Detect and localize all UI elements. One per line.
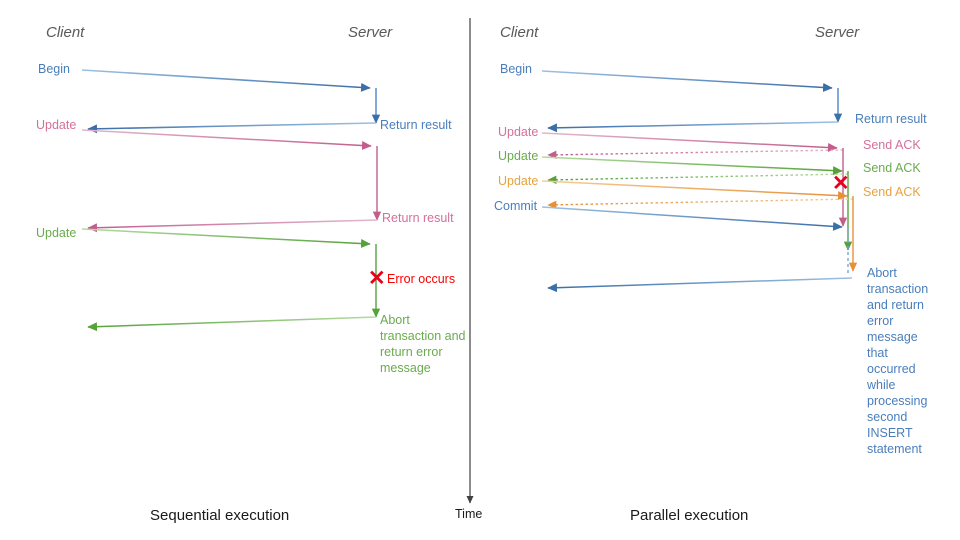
- arrow-send-ack-2: [547, 173, 849, 185]
- sequential-panel-arrows: [81, 69, 382, 332]
- msg-update-3-right: Update: [498, 174, 539, 188]
- msg-update-2-left: Update: [36, 226, 77, 240]
- msg-begin-left: Begin: [38, 62, 70, 76]
- parallel-panel-arrows: [541, 70, 858, 293]
- msg-send-ack-1-right: Send ACK: [863, 138, 921, 152]
- arrow-return-result-1: [87, 122, 377, 134]
- caption-sequential: Sequential execution: [150, 507, 290, 524]
- server-header-left: Server: [348, 24, 393, 41]
- arrow-abort-return: [87, 316, 377, 332]
- arrow-send-ack-3: [547, 198, 854, 210]
- arrow-update-2: [81, 228, 371, 249]
- msg-begin-right: Begin: [500, 62, 532, 76]
- client-header-left: Client: [46, 24, 85, 41]
- arrow-commit: [541, 206, 843, 231]
- error-x-marker-right: ✕: [832, 172, 850, 195]
- msg-abort-block-left: Abort transaction and return error messa…: [380, 313, 466, 375]
- msg-abort-block-right: Abort transaction and return error messa…: [867, 266, 929, 456]
- arrow-update-1: [81, 129, 372, 150]
- server-header-right: Server: [815, 24, 860, 41]
- arrow-send-ack-1: [547, 149, 844, 160]
- arrow-return-result-2: [87, 219, 378, 233]
- caption-parallel: Parallel execution: [630, 507, 749, 524]
- msg-return-result-1-left: Return result: [380, 118, 452, 132]
- arrow-return-result: [547, 121, 839, 133]
- msg-update-1-left: Update: [36, 118, 77, 132]
- arrow-update-3: [541, 180, 848, 201]
- msg-commit-right: Commit: [494, 199, 538, 213]
- error-x-marker-left: ✕: [368, 267, 386, 290]
- arrow-begin: [81, 69, 371, 92]
- msg-send-ack-3-right: Send ACK: [863, 185, 921, 199]
- arrow-update-2: [541, 156, 843, 176]
- msg-send-ack-2-right: Send ACK: [863, 161, 921, 175]
- client-header-right: Client: [500, 24, 539, 41]
- msg-error-occurs-left: Error occurs: [387, 272, 456, 286]
- msg-update-1-right: Update: [498, 125, 539, 139]
- time-axis-label: Time: [455, 507, 483, 521]
- msg-return-result-right: Return result: [855, 112, 927, 126]
- msg-update-2-right: Update: [498, 149, 539, 163]
- arrow-abort-return: [547, 277, 853, 293]
- arrow-begin: [541, 70, 833, 92]
- msg-return-result-2-left: Return result: [382, 211, 454, 225]
- arrow-update-1: [541, 132, 838, 153]
